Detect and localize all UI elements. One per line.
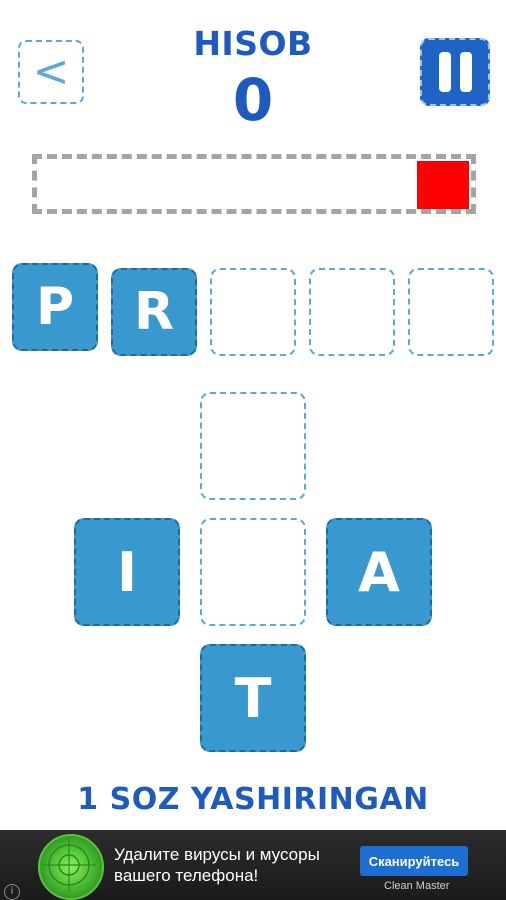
- score-value: 0: [232, 66, 274, 134]
- radar-icon: [38, 834, 104, 900]
- pause-icon: [459, 52, 472, 92]
- letter-tile-left[interactable]: I: [74, 518, 180, 626]
- pause-icon: [438, 52, 451, 92]
- answer-slot[interactable]: P: [12, 263, 98, 351]
- answer-slot[interactable]: R: [111, 268, 197, 356]
- letter-tile-top[interactable]: [200, 392, 306, 500]
- chevron-left-icon: <: [32, 46, 70, 97]
- timer-bar: [32, 154, 476, 214]
- letter-tile-center[interactable]: [200, 518, 306, 626]
- answer-slot[interactable]: [210, 268, 296, 356]
- hidden-words-hint: 1 SOZ YASHIRINGAN: [77, 782, 429, 817]
- answer-slot[interactable]: [309, 268, 395, 356]
- ad-banner[interactable]: i Удалите вирусы и мусоры вашего телефон…: [0, 830, 506, 900]
- info-icon[interactable]: i: [4, 884, 20, 900]
- ad-brand: Clean Master: [384, 880, 450, 892]
- timer-fill: [417, 161, 469, 209]
- ad-scan-button[interactable]: Сканируйтесь: [360, 846, 468, 876]
- pause-button[interactable]: [420, 38, 490, 106]
- letter-tile-right[interactable]: A: [326, 518, 432, 626]
- back-button[interactable]: <: [18, 40, 84, 104]
- score-label: HISOB: [193, 24, 313, 63]
- ad-text: Удалите вирусы и мусоры вашего телефона!: [114, 845, 320, 885]
- letter-tile-bottom[interactable]: T: [200, 644, 306, 752]
- answer-slot[interactable]: [408, 268, 494, 356]
